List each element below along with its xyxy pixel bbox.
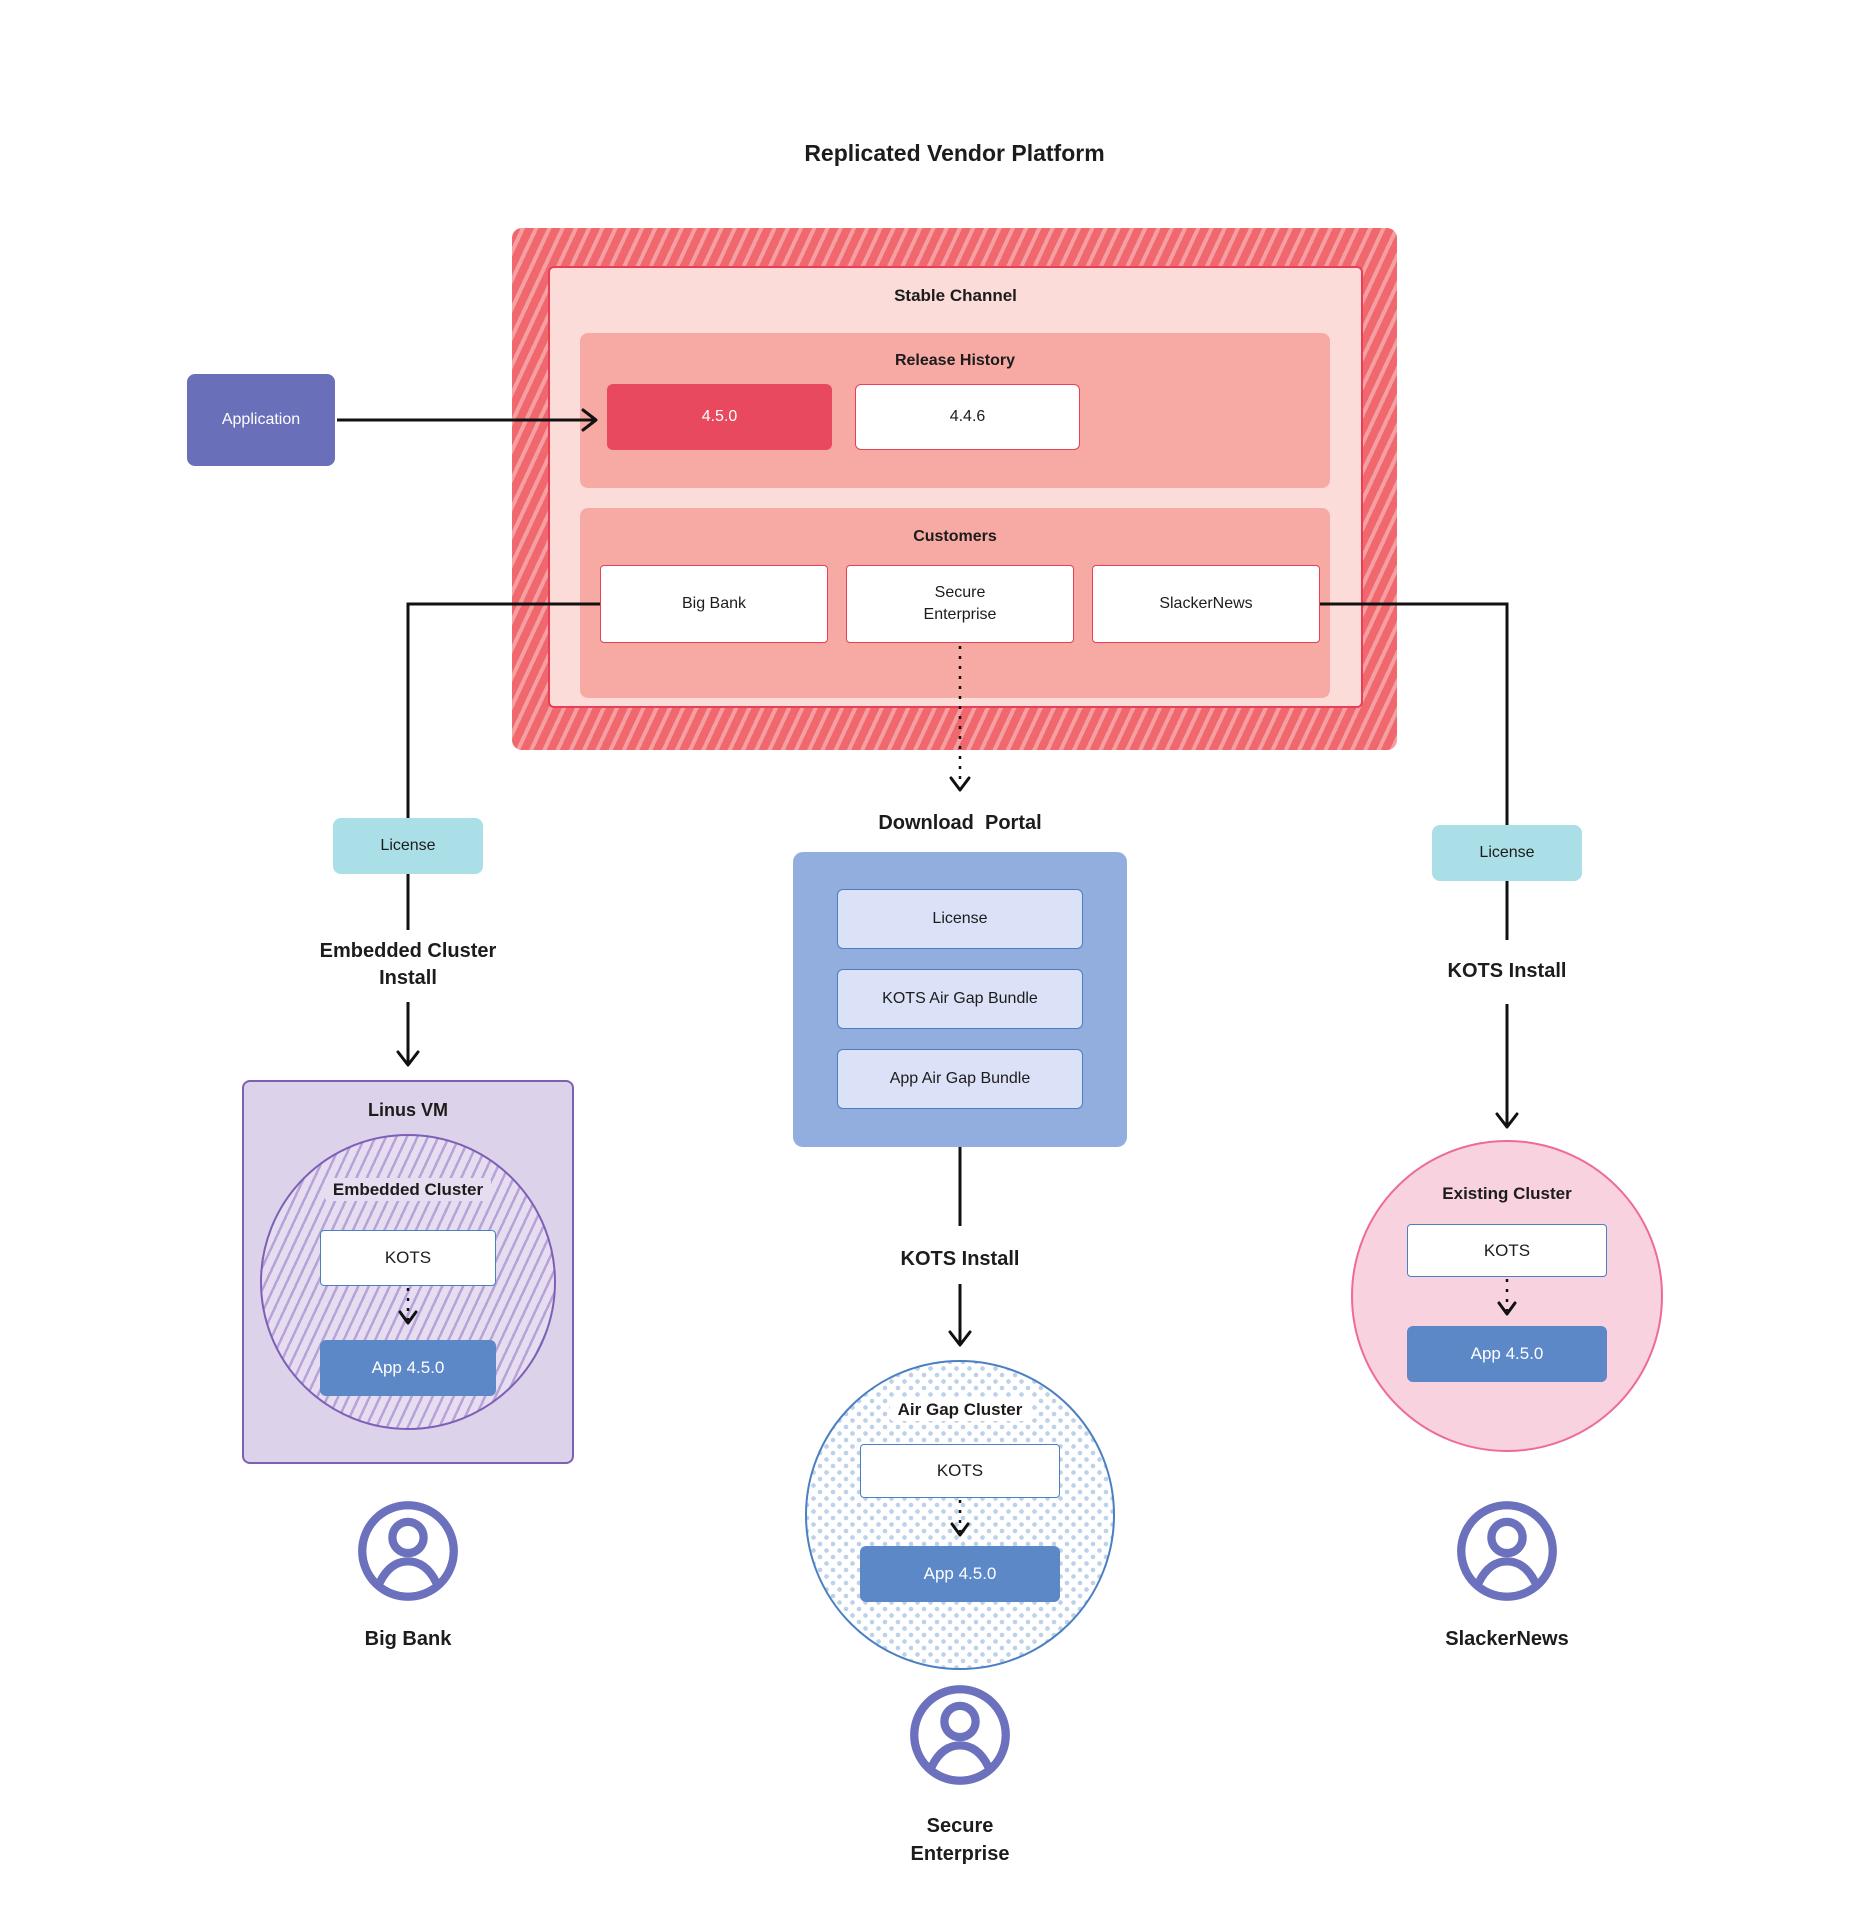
embedded-cluster-install-line1: Embedded Cluster bbox=[319, 940, 497, 962]
download-portal-label: Download Portal bbox=[878, 812, 1042, 834]
embedded-cluster-install-line2: Install bbox=[379, 967, 437, 989]
app-box-existing: App 4.5.0 bbox=[1407, 1326, 1607, 1382]
customer-secure-enterprise: Secure Enterprise bbox=[846, 565, 1074, 643]
arrowhead-existing bbox=[1495, 1112, 1519, 1129]
arrowhead-portal bbox=[949, 776, 971, 792]
kots-install-label-middle: KOTS Install bbox=[900, 1248, 1020, 1270]
portal-item-license: License bbox=[837, 889, 1083, 949]
kots-install-label-right: KOTS Install bbox=[1447, 960, 1567, 982]
release-4-5-0: 4.5.0 bbox=[607, 384, 832, 450]
app-box-embedded: App 4.5.0 bbox=[320, 1340, 496, 1396]
customer-slackernews-label: SlackerNews bbox=[1159, 595, 1253, 613]
customers-label: Customers bbox=[913, 528, 997, 545]
embedded-cluster-label: Embedded Cluster bbox=[260, 1178, 556, 1201]
portal-item-kots-air-gap-bundle: KOTS Air Gap Bundle bbox=[837, 969, 1083, 1029]
user-label-secure-enterprise: Secure Enterprise bbox=[910, 1815, 1010, 1865]
existing-cluster-label: Existing Cluster bbox=[1442, 1184, 1572, 1203]
kots-box-air-gap: KOTS bbox=[860, 1444, 1060, 1498]
license-box-big-bank: License bbox=[333, 818, 483, 874]
arrowhead-vm bbox=[396, 1050, 420, 1067]
kots-box-embedded: KOTS bbox=[320, 1230, 496, 1286]
page-title: Replicated Vendor Platform bbox=[804, 140, 1105, 166]
customer-big-bank: Big Bank bbox=[600, 565, 828, 643]
arrowhead-airgap bbox=[948, 1330, 972, 1347]
stable-channel-label: Stable Channel bbox=[894, 286, 1017, 305]
user-icon-big-bank bbox=[358, 1501, 458, 1601]
app-box-air-gap: App 4.5.0 bbox=[860, 1546, 1060, 1602]
customer-big-bank-label: Big Bank bbox=[681, 595, 747, 613]
portal-item-app-air-gap-bundle: App Air Gap Bundle bbox=[837, 1049, 1083, 1109]
user-label-big-bank: Big Bank bbox=[364, 1628, 452, 1650]
customer-secure-enterprise-label: Secure Enterprise bbox=[923, 584, 997, 623]
user-label-slackernews: SlackerNews bbox=[1445, 1628, 1569, 1650]
release-history-label: Release History bbox=[894, 352, 1016, 369]
customer-slackernews: SlackerNews bbox=[1092, 565, 1320, 643]
application-box: Application bbox=[187, 374, 335, 466]
linus-vm-label: Linus VM bbox=[368, 1100, 448, 1120]
license-box-slackernews: License bbox=[1432, 825, 1582, 881]
embedded-cluster-install-label: Embedded Cluster Install bbox=[258, 938, 558, 992]
release-4-4-6: 4.4.6 bbox=[855, 384, 1080, 450]
air-gap-cluster-label: Air Gap Cluster bbox=[805, 1398, 1115, 1421]
user-icon-slackernews bbox=[1457, 1501, 1557, 1601]
kots-box-existing: KOTS bbox=[1407, 1224, 1607, 1277]
user-icon-secure-enterprise bbox=[910, 1685, 1010, 1785]
